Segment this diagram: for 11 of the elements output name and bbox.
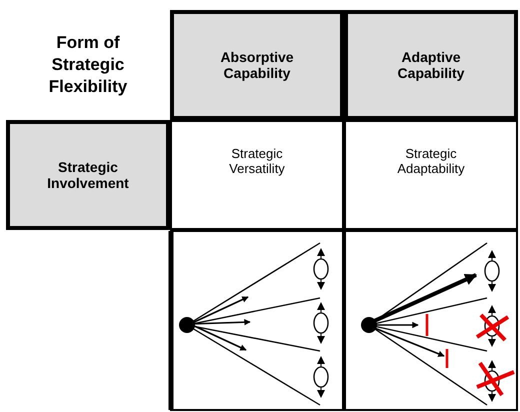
cell-text: Absorptive Capability (219, 49, 295, 81)
header-cell (6, 120, 170, 230)
header-cell (344, 10, 518, 120)
corner-label: Form of Strategic Flexibility (48, 32, 128, 98)
table-cell (170, 120, 344, 230)
cell-text: Strategic Adaptability (396, 146, 466, 176)
cell-text: Adaptive Capability (396, 49, 466, 81)
table-cell (344, 120, 518, 230)
cell-text: Strategic Versatility (228, 146, 286, 176)
header-cell (170, 10, 344, 120)
cell-text: Strategic Involvement (46, 159, 130, 191)
